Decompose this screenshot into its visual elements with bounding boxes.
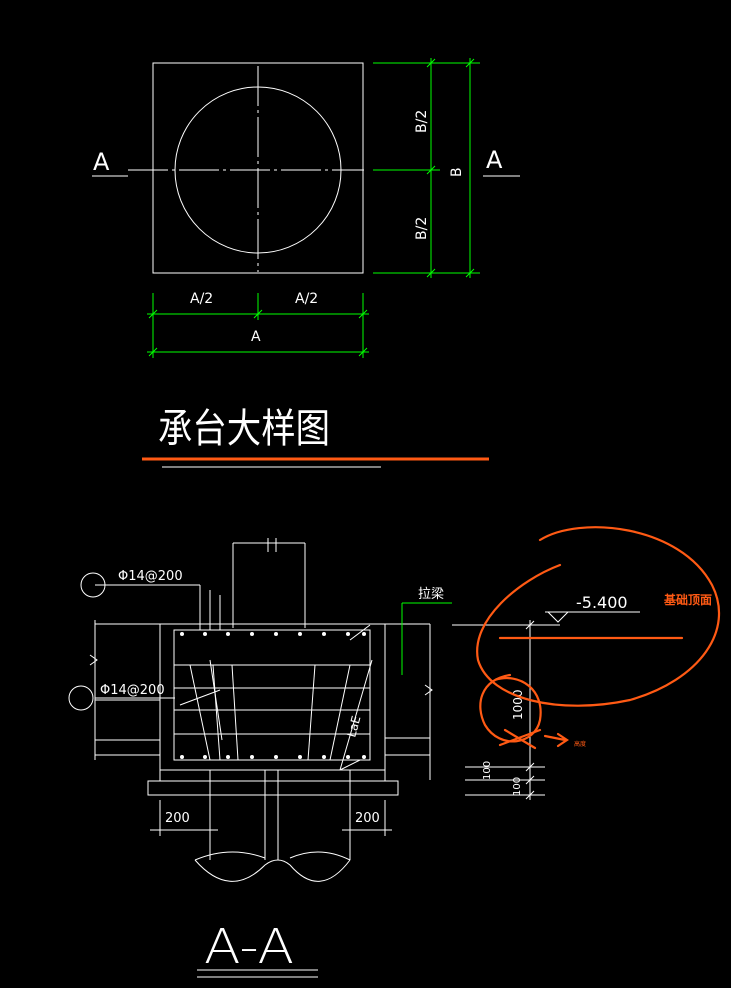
rebar-label-mid: Φ14@200 <box>100 683 165 698</box>
dim-top-half: B/2 <box>414 110 430 133</box>
tie-beam-label: 拉梁 <box>418 587 444 602</box>
elevation-label: -5.400 <box>576 593 628 612</box>
section-title: A-A <box>204 919 294 975</box>
markup-cross <box>498 728 542 750</box>
plan-horizontal-dimensions <box>147 293 369 358</box>
dim-right-offset: 200 <box>355 811 380 826</box>
dim-cover-2: 100 <box>512 777 523 796</box>
anchor-length-label: LaE <box>344 714 363 739</box>
dim-bottom-half: B/2 <box>414 217 430 240</box>
foundation-top-note: 基础顶面 <box>663 592 712 607</box>
plan-view <box>92 62 520 274</box>
section-horizontal-dimensions <box>150 800 392 836</box>
dim-left-half: A/2 <box>190 291 213 307</box>
rebar-dots <box>180 632 366 759</box>
dim-right-half: A/2 <box>295 291 318 307</box>
markup-arrow <box>543 732 569 748</box>
drawing-title: 承台大样图 <box>158 406 330 452</box>
dim-left-offset: 200 <box>165 811 190 826</box>
section-vertical-dimensions <box>452 611 640 800</box>
dim-total-vertical: B <box>449 167 465 177</box>
dim-cover-1: 100 <box>482 761 493 780</box>
tie-beam-leader <box>401 602 452 675</box>
markup-annotations <box>476 526 721 750</box>
arrow-note: 高度 <box>574 740 586 748</box>
section-mark-right: A <box>486 146 503 174</box>
pile-cap-outline <box>152 62 364 274</box>
markup-large-ellipse <box>476 526 721 707</box>
section-mark-left: A <box>93 148 110 176</box>
dim-total-horizontal: A <box>251 329 261 345</box>
rebar-label-top: Φ14@200 <box>118 569 183 584</box>
plan-vertical-dimensions <box>373 58 480 278</box>
section-view <box>68 538 433 882</box>
markup-small-ellipse <box>479 673 542 743</box>
